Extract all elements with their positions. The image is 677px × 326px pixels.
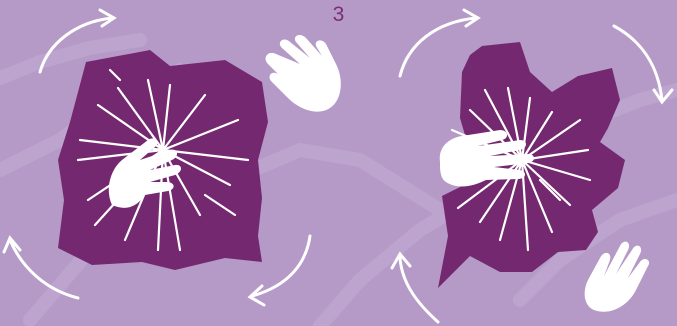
step-number: 3 [0, 3, 677, 27]
hand-icon [585, 242, 649, 312]
